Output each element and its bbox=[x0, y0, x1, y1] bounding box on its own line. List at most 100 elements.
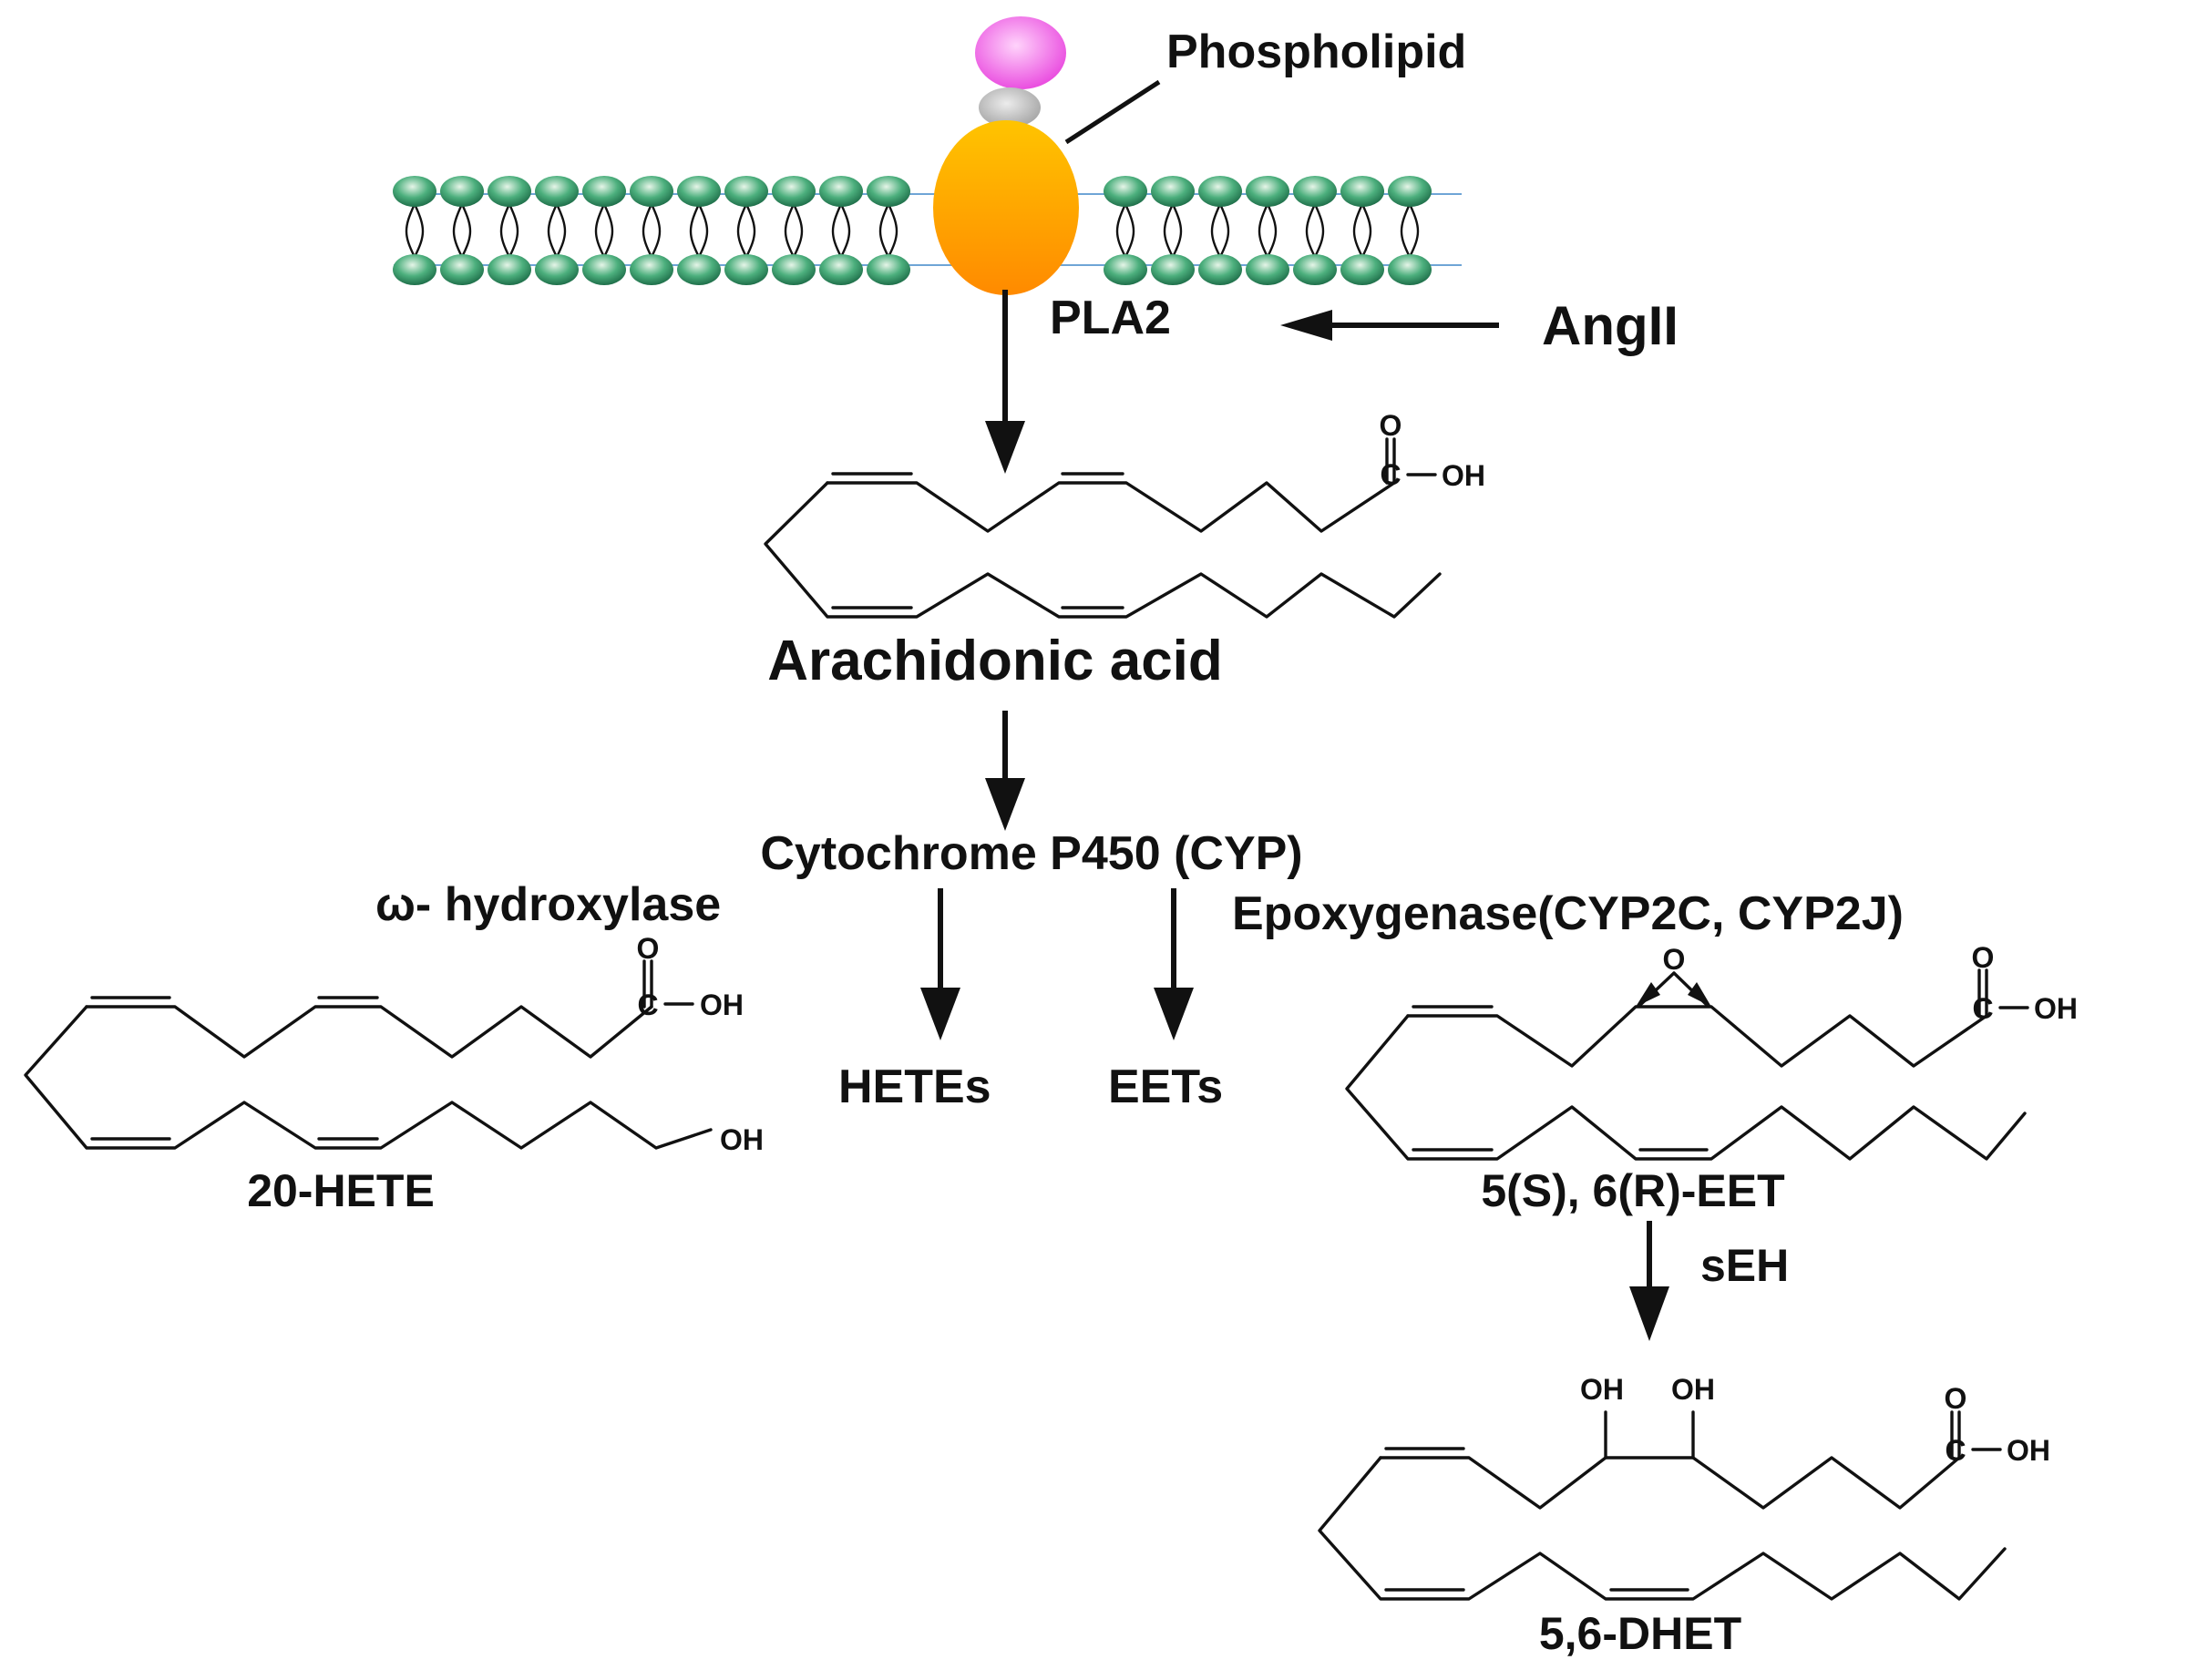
label-cytochrome-p450: Cytochrome P450 (CYP) bbox=[760, 827, 1302, 880]
lipid-head-inner bbox=[582, 254, 626, 285]
label-seh: sEH bbox=[1700, 1240, 1789, 1291]
label-eets: EETs bbox=[1108, 1060, 1223, 1113]
lipid-head-inner bbox=[440, 254, 484, 285]
lipid-head-outer bbox=[1388, 176, 1432, 207]
eet-epoxide-O: O bbox=[1663, 943, 1686, 976]
lipid-head-outer bbox=[724, 176, 768, 207]
hete-carboxyl-C: C bbox=[637, 989, 658, 1021]
arrow-cyp-to-eets bbox=[1154, 888, 1194, 1040]
eet-carboxyl-OH: OH bbox=[2034, 992, 2078, 1025]
label-angii: AngII bbox=[1542, 295, 1679, 356]
lipid-head-outer bbox=[582, 176, 626, 207]
lipid-head-outer bbox=[535, 176, 579, 207]
arrow-aa-to-cyp bbox=[985, 711, 1025, 831]
dhet-carboxyl-OH: OH bbox=[2007, 1434, 2050, 1467]
lipid-head-inner bbox=[1198, 254, 1242, 285]
lipid-tail bbox=[594, 203, 614, 258]
label-omega-hydroxylase: ω- hydroxylase bbox=[375, 878, 721, 931]
lipid-tail bbox=[1258, 203, 1278, 258]
lipid-head-outer bbox=[440, 176, 484, 207]
lipid-head-outer bbox=[393, 176, 436, 207]
lipid-tail bbox=[642, 203, 662, 258]
lipid-tail bbox=[1305, 203, 1325, 258]
label-epoxygenase: Epoxygenase(CYP2C, CYP2J) bbox=[1232, 887, 1904, 940]
aa-hydroxyl: OH bbox=[1442, 459, 1485, 492]
hete-carboxyl-OH: OH bbox=[700, 989, 744, 1021]
lipid-head-outer bbox=[1246, 176, 1289, 207]
eet-carbonyl-O: O bbox=[1972, 941, 1995, 974]
lipid-head-outer bbox=[488, 176, 531, 207]
lipid-head-outer bbox=[819, 176, 863, 207]
lipid-head-inner bbox=[393, 254, 436, 285]
lipid-head-inner bbox=[1151, 254, 1195, 285]
lipid-head-inner bbox=[1340, 254, 1384, 285]
lipid-head-outer bbox=[772, 176, 816, 207]
lipid-tail bbox=[831, 203, 851, 258]
lipid-tail bbox=[452, 203, 472, 258]
label-5-6-dhet: 5,6-DHET bbox=[1539, 1608, 1741, 1659]
dhet-carbonyl-O: O bbox=[1945, 1382, 1967, 1415]
phospholipid-head-pink bbox=[975, 16, 1066, 89]
hete-carbonyl-O: O bbox=[637, 932, 660, 965]
lipid-tail bbox=[499, 203, 519, 258]
phospholipid-molecule bbox=[933, 16, 1079, 295]
lipid-tail bbox=[1400, 203, 1420, 258]
arrow-eet-to-dhet bbox=[1629, 1221, 1669, 1341]
lipid-tail bbox=[1115, 203, 1135, 258]
hete20-structure: O C OH OH bbox=[24, 932, 764, 1156]
lipid-head-outer bbox=[867, 176, 910, 207]
aa-carbonyl-O: O bbox=[1380, 409, 1402, 442]
lipid-head-inner bbox=[1293, 254, 1337, 285]
lipid-head-outer bbox=[630, 176, 673, 207]
label-hetes: HETEs bbox=[838, 1060, 991, 1113]
eet-structure: O O C OH bbox=[1345, 941, 2078, 1161]
phospholipid-neck-gray bbox=[979, 87, 1041, 128]
lipid-head-inner bbox=[1104, 254, 1147, 285]
arrow-pla2-to-aa bbox=[985, 290, 1025, 474]
eet-carboxyl-C: C bbox=[1972, 992, 1993, 1025]
label-pla2: PLA2 bbox=[1050, 292, 1171, 344]
lipid-head-inner bbox=[630, 254, 673, 285]
lipid-head-inner bbox=[867, 254, 910, 285]
aa-carboxyl-C: C bbox=[1380, 458, 1401, 491]
arrow-angii-to-pla2 bbox=[1280, 310, 1499, 341]
dhet-carboxyl-C: C bbox=[1945, 1434, 1966, 1467]
label-phospholipid: Phospholipid bbox=[1166, 26, 1466, 78]
lipid-head-inner bbox=[724, 254, 768, 285]
label-5s6r-eet: 5(S), 6(R)-EET bbox=[1481, 1165, 1784, 1216]
label-arachidonic-acid: Arachidonic acid bbox=[767, 630, 1223, 692]
lipid-head-inner bbox=[488, 254, 531, 285]
lipid-head-outer bbox=[1293, 176, 1337, 207]
lipid-tail bbox=[689, 203, 709, 258]
dhet-oh-5: OH bbox=[1580, 1373, 1624, 1406]
lipid-tail bbox=[784, 203, 804, 258]
arachidonic-acid-structure: O C OH bbox=[764, 409, 1485, 619]
dhet-structure: OH OH O C OH bbox=[1318, 1373, 2050, 1601]
lipid-head-outer bbox=[677, 176, 721, 207]
lipid-head-outer bbox=[1340, 176, 1384, 207]
lipid-head-inner bbox=[677, 254, 721, 285]
lipid-head-outer bbox=[1151, 176, 1195, 207]
lipid-tail bbox=[878, 203, 898, 258]
lipid-head-inner bbox=[772, 254, 816, 285]
dhet-oh-6: OH bbox=[1671, 1373, 1715, 1406]
pla2-protein bbox=[933, 120, 1079, 295]
lipid-tail bbox=[405, 203, 425, 258]
lipid-bilayer bbox=[393, 176, 1462, 285]
lipid-tail bbox=[1163, 203, 1183, 258]
lipid-tail bbox=[547, 203, 567, 258]
lipid-head-inner bbox=[1246, 254, 1289, 285]
phospholipid-callout-line bbox=[1064, 79, 1161, 145]
lipid-head-outer bbox=[1198, 176, 1242, 207]
lipid-head-inner bbox=[819, 254, 863, 285]
lipid-tail bbox=[736, 203, 756, 258]
lipid-tail bbox=[1352, 203, 1372, 258]
lipid-head-inner bbox=[535, 254, 579, 285]
lipid-head-outer bbox=[1104, 176, 1147, 207]
lipid-tail bbox=[1210, 203, 1230, 258]
label-20-hete: 20-HETE bbox=[247, 1165, 435, 1216]
arrow-cyp-to-hetes bbox=[920, 888, 960, 1040]
lipid-head-inner bbox=[1388, 254, 1432, 285]
hete-terminal-OH: OH bbox=[720, 1123, 764, 1156]
